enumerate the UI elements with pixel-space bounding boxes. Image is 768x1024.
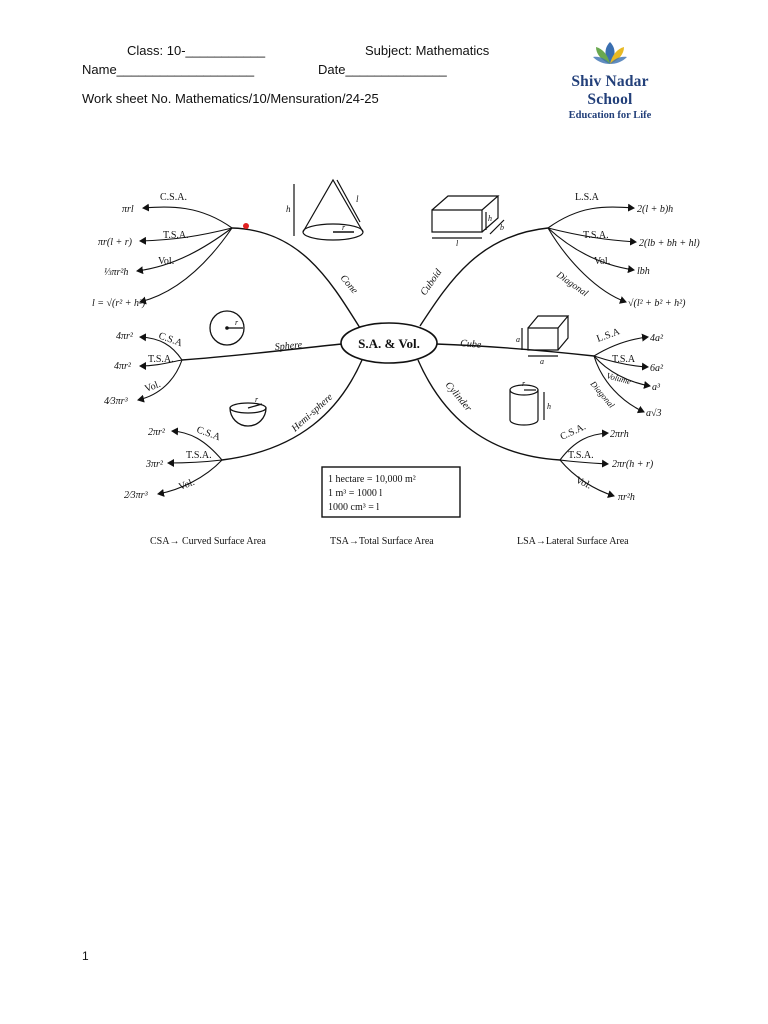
sphere-label: Sphere — [274, 340, 303, 353]
cube-diag-label: Diagonal — [588, 378, 617, 410]
lotus-icon — [593, 42, 627, 64]
class-field: Class: 10-___________ — [127, 43, 266, 58]
hemisphere-csa-label: C.S.A — [195, 424, 222, 443]
cube-tsa-formula: 6a² — [650, 363, 664, 374]
center-label: S.A. & Vol. — [358, 336, 420, 351]
cube-diag-formula: a√3 — [646, 408, 662, 419]
cube-branch — [435, 343, 595, 357]
cylinder-vol-label: Vol. — [574, 475, 593, 492]
cuboid-fig-h: h — [488, 214, 492, 223]
cuboid-fig-b: b — [500, 223, 504, 232]
cylinder-vol-formula: πr²h — [618, 492, 635, 503]
sphere-tsa-formula: 4πr² — [114, 361, 132, 372]
mensuration-mind-map: S.A. & Vol. Cone Cuboid Sphere Cube Hemi… — [92, 178, 700, 547]
sphere-tsa-label: T.S.A. — [148, 354, 174, 365]
cuboid-tsa-label: T.S.A. — [583, 230, 609, 241]
cone-slant-formula: l = √(r² + h²) — [92, 298, 146, 309]
cuboid-icon — [431, 195, 505, 239]
date-field: Date______________ — [318, 62, 447, 77]
units-box — [321, 466, 461, 518]
cone-fig-l: l — [356, 194, 359, 204]
sphere-vol-label: Vol. — [143, 379, 162, 395]
cuboid-lsa-formula: 2(l + b)h — [637, 204, 673, 215]
cone-tsa-formula: πr(l + r) — [98, 237, 133, 248]
logo-school-name: Shiv Nadar School — [571, 73, 649, 108]
hemisphere-vol-label: Vol. — [177, 477, 196, 493]
cylinder-fig-h: h — [547, 402, 551, 411]
cube-vol-formula: a³ — [652, 382, 661, 393]
unit-cubic-metre: 1 m³ = 1000 l — [328, 488, 382, 499]
cone-csa-formula: πrl — [122, 204, 134, 215]
unit-hectare: 1 hectare = 10,000 m² — [328, 474, 416, 485]
cuboid-diag-formula: √(l² + b² + h²) — [628, 298, 686, 309]
sphere-csa-formula: 4πr² — [116, 331, 134, 342]
cuboid-fig-l: l — [456, 239, 459, 248]
highlight-dot — [243, 223, 249, 229]
legend-tsa: TSA→Total Surface Area — [330, 536, 434, 547]
hemisphere-tsa-label: T.S.A. — [186, 450, 212, 461]
worksheet-number: Work sheet No. Mathematics/10/Mensuratio… — [82, 91, 379, 106]
hemisphere-branch — [221, 359, 363, 461]
school-logo: Shiv Nadar School Education for Life — [552, 40, 668, 121]
unit-litre: 1000 cm³ = l — [328, 502, 379, 513]
center-node — [340, 322, 438, 364]
hemisphere-fig-r: r — [255, 395, 259, 404]
cylinder-branch — [417, 359, 561, 461]
cylinder-fig-r: r — [522, 379, 526, 388]
cylinder-tsa-formula: 2πr(h + r) — [612, 459, 654, 470]
cuboid-branch — [419, 227, 549, 327]
cone-vol-formula: ⅓πr²h — [104, 267, 128, 278]
cylinder-csa-formula: 2πrh — [610, 429, 629, 440]
cube-vol-label: Volume — [605, 370, 632, 386]
cuboid-tsa-formula: 2(lb + bh + hl) — [639, 238, 700, 249]
legend-lsa: LSA→Lateral Surface Area — [517, 536, 629, 547]
cube-lsa-label: L.S.A — [595, 326, 622, 345]
cube-tsa-label: T.S.A — [612, 354, 636, 365]
cone-branch — [231, 227, 361, 329]
hemisphere-icon — [229, 402, 267, 427]
cone-vol-label: Vol. — [158, 256, 174, 267]
hemisphere-csa-formula: 2πr² — [148, 427, 166, 438]
cone-csa-label: C.S.A. — [160, 192, 187, 203]
cylinder-icon — [509, 384, 545, 426]
cuboid-vol-label: Vol. — [594, 256, 610, 267]
cylinder-tsa-label: T.S.A. — [568, 450, 594, 461]
page-number: 1 — [82, 949, 89, 963]
subject-field: Subject: Mathematics — [365, 43, 490, 58]
sphere-fig-r: r — [235, 318, 239, 327]
cone-icon — [293, 178, 364, 241]
cube-icon — [521, 315, 570, 357]
cube-fig-a-bottom: a — [540, 357, 544, 366]
cuboid-label: Cuboid — [418, 266, 444, 297]
cone-fig-r: r — [342, 223, 346, 232]
cylinder-label: Cylinder — [443, 380, 474, 414]
cube-label: Cube — [460, 338, 483, 351]
sphere-branch — [181, 343, 343, 361]
logo-tagline: Education for Life — [568, 110, 652, 121]
cube-fig-a-left: a — [516, 335, 520, 344]
cube-lsa-formula: 4a² — [650, 333, 664, 344]
cone-label: Cone — [338, 273, 360, 297]
hemisphere-label: Hemi-sphere — [289, 391, 336, 435]
cuboid-lsa-label: L.S.A — [575, 192, 600, 203]
cone-tsa-label: T.S.A. — [163, 230, 189, 241]
cuboid-vol-formula: lbh — [637, 266, 650, 277]
hemisphere-tsa-formula: 3πr² — [145, 459, 164, 470]
sphere-icon — [209, 310, 245, 346]
name-field: Name___________________ — [82, 62, 255, 77]
legend-csa: CSA→ Curved Surface Area — [150, 536, 266, 547]
sphere-vol-formula: 4⁄3πr³ — [104, 396, 129, 407]
cone-fig-h: h — [286, 204, 291, 214]
hemisphere-vol-formula: 2⁄3πr³ — [124, 490, 149, 501]
